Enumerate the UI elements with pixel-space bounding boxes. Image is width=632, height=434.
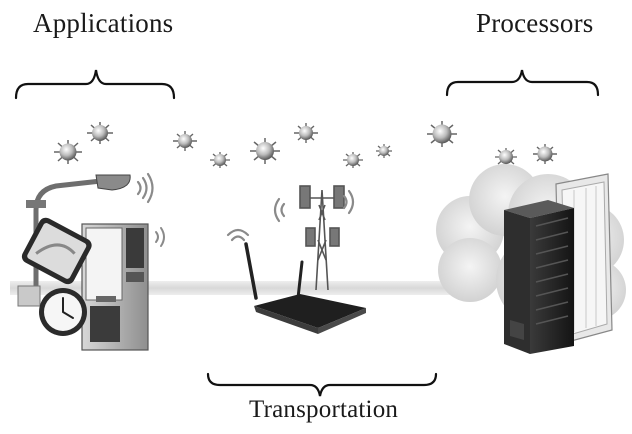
connection-band bbox=[10, 281, 480, 295]
processors-brace bbox=[445, 69, 600, 97]
sensor-node-icon bbox=[533, 144, 557, 164]
router-icon bbox=[244, 242, 366, 334]
vending-machine-icon bbox=[81, 223, 149, 351]
street-light-icon bbox=[26, 174, 131, 290]
server-rack-icon bbox=[504, 200, 574, 354]
sensor-node-icon bbox=[54, 140, 82, 164]
sensor-node-icon bbox=[343, 152, 363, 168]
processors-label: Processors bbox=[476, 8, 594, 38]
sensor-nodes bbox=[54, 121, 557, 168]
applications-brace bbox=[14, 69, 176, 100]
sensor-node-icon bbox=[250, 138, 280, 164]
sensor-node-icon bbox=[87, 122, 113, 144]
wifi-signal-icon bbox=[155, 227, 165, 247]
clock-icon bbox=[17, 285, 87, 336]
wifi-signal-icon bbox=[136, 172, 154, 204]
wifi-signal-icon bbox=[226, 228, 250, 242]
sensor-node-icon bbox=[173, 131, 197, 151]
applications-label: Applications bbox=[33, 8, 174, 38]
sensor-node-icon bbox=[294, 123, 318, 143]
transportation-brace bbox=[206, 372, 438, 397]
sensor-node-icon bbox=[210, 152, 230, 168]
sensor-node-icon bbox=[427, 121, 457, 147]
wifi-signal-icon bbox=[273, 189, 355, 223]
smartphone-icon bbox=[21, 217, 92, 285]
cell-tower-icon bbox=[299, 185, 345, 291]
sensor-node-icon bbox=[495, 148, 517, 166]
transportation-label: Transportation bbox=[249, 396, 399, 423]
sensor-node-icon bbox=[376, 144, 392, 158]
